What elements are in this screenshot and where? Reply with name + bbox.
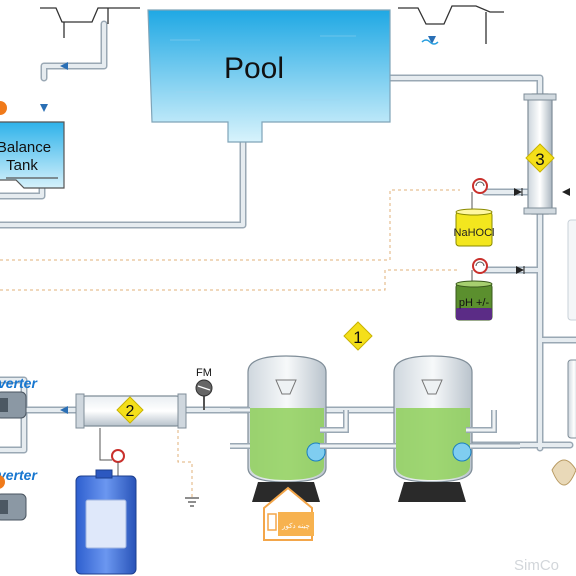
- dosing-pump-icon: [472, 178, 488, 194]
- coagulant-dosing: [99, 428, 125, 476]
- balance-tank-label-line2: Tank: [6, 157, 38, 174]
- right-edge-equipment: [551, 219, 576, 486]
- flow-meter-label: FM: [196, 367, 212, 379]
- inverter-2-label: verter: [0, 467, 38, 483]
- marker-heat-exchanger: [116, 396, 144, 424]
- pressure-gauge-icon: [452, 442, 472, 462]
- ph-label: pH +/-: [459, 297, 490, 309]
- balance-tank: [0, 101, 65, 189]
- marker-uv-unit-label: 3: [535, 150, 544, 169]
- marker-uv-unit: [525, 143, 555, 173]
- float-valve-icon: [0, 101, 7, 115]
- company-logo: چینه دکور: [263, 486, 314, 541]
- dosing-pump-ph: [471, 258, 488, 286]
- control-lines: [0, 189, 460, 498]
- decorative-crest-icon: [551, 459, 576, 486]
- water-wave-icon: [421, 39, 439, 45]
- pool: [147, 9, 391, 143]
- pump-2: [0, 493, 27, 521]
- overflow-fittings: [40, 5, 504, 44]
- chemical-canister: [75, 469, 137, 575]
- indicator-icon: [0, 475, 5, 489]
- watermark: SimCo: [514, 557, 559, 574]
- dosing-pump-icon: [472, 258, 488, 274]
- pump-1: [0, 391, 27, 419]
- marker-filters-label: 1: [353, 328, 362, 347]
- dosing-pump-icon: [111, 449, 125, 463]
- ground-icon: [185, 497, 199, 507]
- svg-text:چینه دکور: چینه دکور: [281, 522, 310, 530]
- flow-arrow-icon: [428, 36, 436, 44]
- inverter-1-label: verter: [0, 375, 38, 391]
- marker-heat-exchanger-label: 2: [126, 403, 135, 420]
- flow-meter: [195, 379, 213, 410]
- flow-arrow-icon: [40, 104, 48, 112]
- pool-label: Pool: [224, 52, 284, 85]
- marker-filters: [343, 321, 373, 351]
- flow-arrow-icon: [60, 406, 68, 414]
- check-valve-icon: [514, 188, 570, 274]
- flow-arrow-icon: [60, 62, 68, 70]
- tank-naocl: [455, 208, 493, 247]
- sand-filter-1: [247, 355, 327, 502]
- balance-tank-label-line1: Balance: [0, 139, 51, 156]
- sand-filter-2: [393, 355, 473, 502]
- tank-ph: [455, 280, 493, 321]
- naocl-label: NaHOCl: [454, 227, 495, 239]
